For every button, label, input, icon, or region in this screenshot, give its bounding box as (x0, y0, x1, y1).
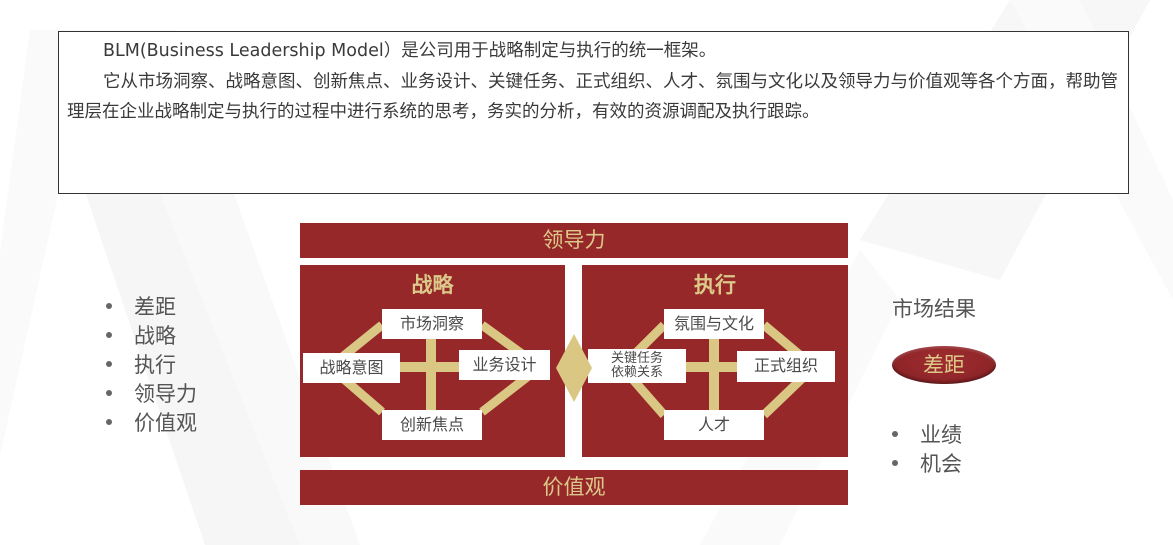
strategic-intent-node: 战略意图 (303, 353, 400, 383)
critical-tasks-node: 关键任务 依赖关系 (588, 349, 686, 383)
list-item: 执行 (106, 349, 197, 378)
bullet-icon (892, 459, 898, 466)
list-item: 价值观 (106, 407, 197, 436)
intro-text-box: BLM(Business Leadership Model）是公司用于战略制定与… (58, 31, 1129, 194)
list-item: 机会 (892, 448, 962, 477)
bullet-icon (106, 360, 112, 367)
innovation-focus-node: 创新焦点 (382, 410, 482, 440)
intro-line-2: 它从市场洞察、战略意图、创新焦点、业务设计、关键任务、正式组织、人才、氛围与文化… (67, 71, 1118, 123)
leadership-band: 领导力 (300, 223, 848, 258)
intro-line-1: BLM(Business Leadership Model）是公司用于战略制定与… (103, 41, 717, 61)
bullet-icon (892, 430, 898, 437)
climate-culture-node: 氛围与文化 (664, 309, 764, 339)
key-elements-list: 差距 战略 执行 领导力 价值观 (106, 291, 197, 436)
list-item: 业绩 (892, 419, 962, 448)
market-results-list: 业绩 机会 (892, 419, 962, 477)
dependencies-label: 依赖关系 (610, 365, 663, 380)
list-item: 差距 (106, 291, 197, 320)
link-diamond-icon (556, 334, 592, 402)
strategy-panel: 战略 市场洞察 战略意图 业务设计 创新焦点 (300, 265, 565, 457)
strategy-title: 战略 (411, 273, 454, 297)
business-design-node: 业务设计 (459, 350, 550, 380)
critical-tasks-label: 关键任务 (610, 351, 663, 367)
bullet-icon (106, 418, 112, 425)
bullet-icon (106, 302, 112, 309)
list-item: 战略 (106, 320, 197, 349)
execution-title: 执行 (694, 273, 736, 297)
list-item: 领导力 (106, 378, 197, 407)
gap-pill: 差距 (892, 346, 996, 384)
bullet-icon (106, 331, 112, 338)
values-band: 价值观 (300, 470, 848, 505)
talent-node: 人才 (664, 410, 764, 440)
market-results-title: 市场结果 (892, 297, 976, 321)
formal-organization-node: 正式组织 (737, 351, 835, 382)
market-insight-node: 市场洞察 (382, 309, 482, 339)
bullet-icon (106, 389, 112, 396)
execution-panel: 执行 氛围与文化 关键任务 依赖关系 正式组织 人才 (582, 265, 848, 457)
